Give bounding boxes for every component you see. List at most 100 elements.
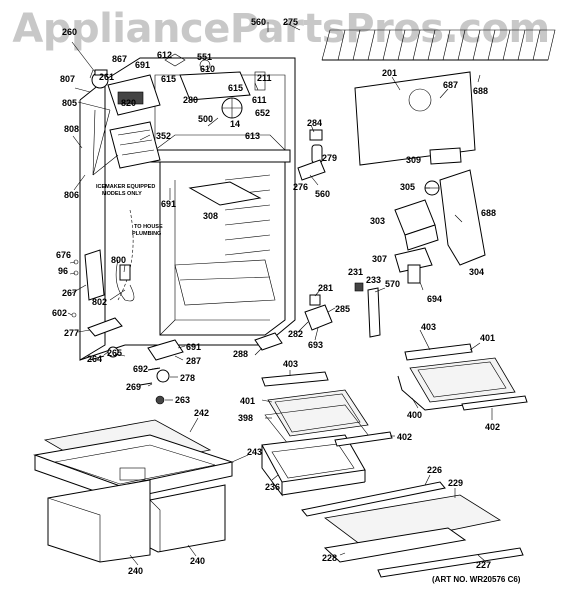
part-label: 229 — [448, 478, 463, 488]
part-label: 800 — [111, 255, 126, 265]
part-label: 401 — [240, 396, 255, 406]
part-label: 277 — [64, 328, 79, 338]
part-label: 265 — [107, 348, 122, 358]
part-label: 613 — [245, 131, 260, 141]
part-label: 264 — [87, 354, 102, 364]
pan-cover-assembly — [301, 481, 524, 578]
part-label: 309 — [406, 155, 421, 165]
part-label: 570 — [385, 279, 400, 289]
note-icemaker-line1: ICEMAKER EQUIPPED — [96, 184, 155, 190]
icemaker-assembly — [91, 69, 161, 169]
part-label: 500 — [198, 114, 213, 124]
part-label: 242 — [194, 408, 209, 418]
watermark: AppliancePartsPros.com — [12, 6, 550, 52]
part-label: 303 — [370, 216, 385, 226]
part-label: 687 — [443, 80, 458, 90]
part-label: 278 — [180, 373, 195, 383]
part-label: 96 — [58, 266, 68, 276]
part-label: 211 — [257, 73, 272, 83]
part-label: 694 — [427, 294, 442, 304]
part-label: 231 — [348, 267, 363, 277]
part-label: 240 — [128, 566, 143, 576]
part-label: 551 — [197, 52, 212, 62]
top-wire-shelf — [321, 29, 556, 61]
part-label: 226 — [427, 465, 442, 475]
part-label: 615 — [161, 74, 176, 84]
part-label: 401 — [480, 333, 495, 343]
part-label: 228 — [322, 553, 337, 563]
part-label: 867 — [112, 54, 127, 64]
part-label: 805 — [62, 98, 77, 108]
part-label: 403 — [421, 322, 436, 332]
part-label: 615 — [228, 83, 243, 93]
part-label: 402 — [485, 422, 500, 432]
part-label: 676 — [56, 250, 71, 260]
part-label: 691 — [161, 199, 176, 209]
part-label: 692 — [133, 364, 148, 374]
part-label: 288 — [233, 349, 248, 359]
part-label: 261 — [99, 72, 114, 82]
note-icemaker-line2: MODELS ONLY — [102, 191, 142, 197]
evaporator-cover — [354, 71, 476, 166]
part-label: 282 — [288, 329, 303, 339]
part-label: 275 — [283, 17, 298, 27]
part-label: 276 — [293, 182, 308, 192]
thermostat-parts — [297, 129, 326, 181]
shelf-supports — [394, 169, 486, 284]
part-label: 260 — [62, 27, 77, 37]
part-label: 691 — [135, 60, 150, 70]
art-number: (ART NO. WR20576 C6) — [432, 575, 521, 584]
part-label: 560 — [251, 17, 266, 27]
leader-lines — [67, 21, 493, 566]
part-label: 227 — [476, 560, 491, 570]
part-label: 280 — [183, 95, 198, 105]
part-label: 560 — [315, 189, 330, 199]
part-label: 611 — [252, 95, 267, 105]
part-label: 233 — [366, 275, 381, 285]
part-label: 236 — [265, 482, 280, 492]
part-label: 402 — [397, 432, 412, 442]
part-label: 398 — [238, 413, 253, 423]
middle-shelf-assembly — [261, 371, 393, 497]
part-label: 269 — [126, 382, 141, 392]
part-label: 263 — [175, 395, 190, 405]
control-housing — [164, 53, 266, 119]
part-label: 806 — [64, 190, 79, 200]
part-label: 802 — [92, 297, 107, 307]
part-label: 693 — [308, 340, 323, 350]
crisper-drawer-assembly — [33, 419, 234, 563]
part-label: 243 — [247, 447, 262, 457]
part-label: 267 — [62, 288, 77, 298]
part-label: 201 — [382, 68, 397, 78]
shelf-rail — [304, 282, 381, 338]
note-house-line2: PLUMBING — [132, 231, 161, 237]
part-label: 281 — [318, 283, 333, 293]
part-label: 400 — [407, 410, 422, 420]
part-label: 610 — [200, 64, 215, 74]
part-label: 284 — [307, 118, 322, 128]
part-label: 820 — [121, 98, 136, 108]
hinge-and-roller-parts — [87, 317, 283, 405]
part-label: 688 — [473, 86, 488, 96]
part-label: 305 — [400, 182, 415, 192]
note-house-line1: TO HOUSE — [134, 224, 163, 230]
part-label: 14 — [230, 119, 240, 129]
right-shelf-assembly — [397, 343, 528, 411]
part-label: 304 — [469, 267, 484, 277]
part-label: 307 — [372, 254, 387, 264]
part-label: 807 — [60, 74, 75, 84]
part-label: 240 — [190, 556, 205, 566]
part-label: 352 — [156, 131, 171, 141]
control-panel-parts — [424, 147, 462, 196]
part-label: 612 — [157, 50, 172, 60]
part-label: 308 — [203, 211, 218, 221]
part-label: 285 — [335, 304, 350, 314]
part-label: 602 — [52, 308, 67, 318]
water-line-parts — [71, 249, 135, 318]
part-label: 403 — [283, 359, 298, 369]
part-label: 808 — [64, 124, 79, 134]
part-labels: 560 275 201 687 688 260 867 612 551 691 … — [52, 17, 500, 576]
part-label: 691 — [186, 342, 201, 352]
part-label: 688 — [481, 208, 496, 218]
